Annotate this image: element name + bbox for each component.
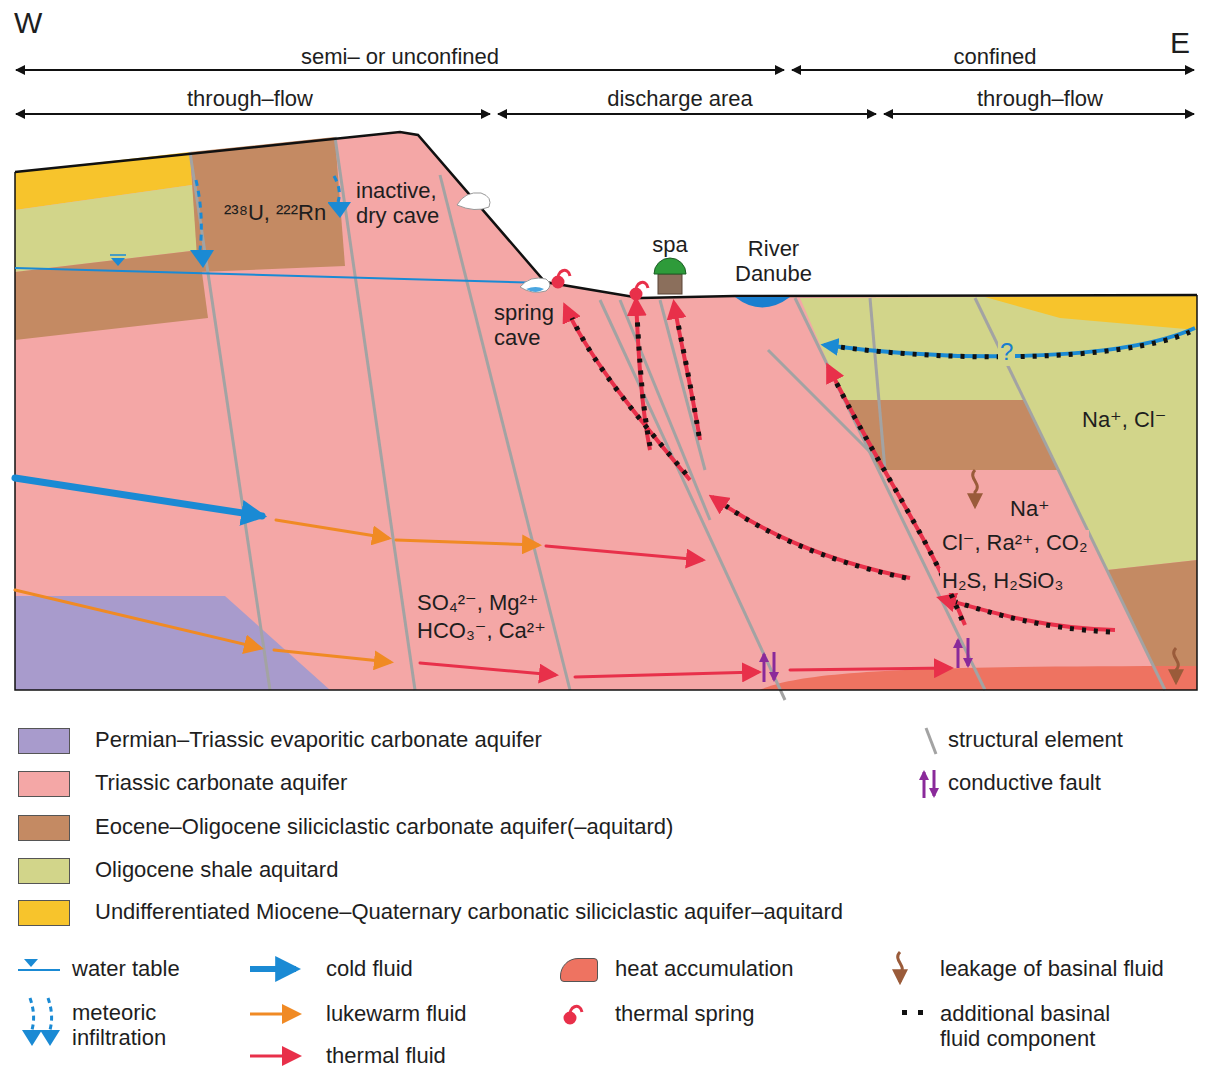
legend-text: Undifferentiated Miocene–Quaternary carb…	[95, 899, 843, 924]
river-label: River Danube	[735, 236, 812, 287]
legend-text: water table	[72, 956, 180, 981]
hydrochem-label: SO₄²⁻, Mg²⁺	[415, 590, 540, 615]
spa-label: spa	[652, 232, 687, 257]
legend-swatch	[18, 728, 70, 754]
compass-west: W	[14, 6, 42, 41]
legend-text: Triassic carbonate aquifer	[95, 770, 347, 795]
legend-swatch	[18, 815, 70, 841]
zone-label: through–flow	[977, 86, 1103, 111]
zone-label: confined	[953, 44, 1036, 69]
legend-text: Oligocene shale aquitard	[95, 857, 338, 882]
legend-text: additional basinal fluid component	[940, 1001, 1140, 1052]
isotope-label: ²³⁸U, ²²²Rn	[222, 200, 328, 225]
hydrochem-label: H₂S, H₂SiO₃	[940, 568, 1065, 593]
legend-text: leakage of basinal fluid	[940, 956, 1164, 981]
hydrochem-label: Na⁺	[1008, 496, 1052, 521]
legend-swatch	[18, 858, 70, 884]
zone-label: discharge area	[607, 86, 753, 111]
legend-text: conductive fault	[948, 770, 1101, 795]
hydrochem-label: Na⁺, Cl⁻	[1080, 407, 1168, 432]
cave-label: inactive, dry cave	[356, 178, 456, 229]
legend-text: lukewarm fluid	[326, 1001, 467, 1026]
hydrochem-label: HCO₃⁻, Ca²⁺	[415, 618, 548, 643]
hydrochem-label: Cl⁻, Ra²⁺, CO₂	[940, 530, 1089, 555]
legend-text: cold fluid	[326, 956, 413, 981]
question-mark: ?	[998, 338, 1015, 366]
compass-east: E	[1170, 26, 1190, 61]
legend-text: Permian–Triassic evaporitic carbonate aq…	[95, 727, 542, 752]
legend-text: thermal fluid	[326, 1043, 446, 1068]
legend-text: meteoric infiltration	[72, 1000, 166, 1051]
legend-text: thermal spring	[615, 1001, 754, 1026]
legend-text: heat accumulation	[615, 956, 794, 981]
legend-swatch	[18, 900, 70, 926]
legend-swatch	[18, 771, 70, 797]
cave-label: spring cave	[494, 300, 554, 351]
legend-text: structural element	[948, 727, 1123, 752]
zone-label: semi– or unconfined	[301, 44, 499, 69]
legend-text: Eocene–Oligocene siliciclastic carbonate…	[95, 814, 673, 839]
zone-label: through–flow	[187, 86, 313, 111]
legend-swatch	[560, 958, 598, 982]
